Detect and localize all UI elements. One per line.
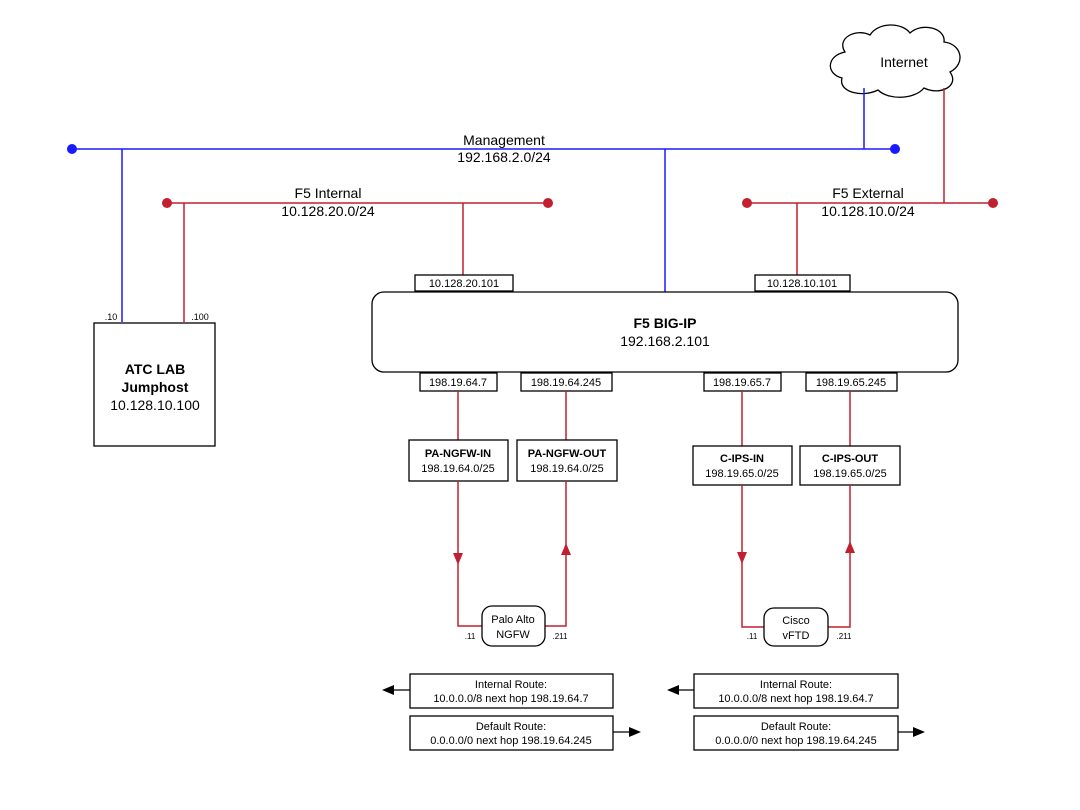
bigip-internal-interface: 10.128.20.101: [429, 278, 499, 290]
cisco-in-suffix: .11: [747, 632, 758, 641]
routes-cisco: Internal Route: 10.0.0.0/8 next hop 198.…: [667, 673, 925, 751]
palo-alto-out-suffix: .211: [553, 632, 569, 641]
pa-internal-route-text: 10.0.0.0/8 next hop 198.19.64.7: [433, 693, 588, 705]
pa-default-route-box: [409, 715, 614, 751]
pa-out-arrow: [561, 543, 571, 555]
segment-pa-ngfw-out: PA-NGFW-OUT 198.19.64.0/25: [516, 439, 618, 482]
interface-1: 198.19.64.7: [429, 377, 487, 389]
segment-3-subnet: 198.19.65.0/25: [705, 468, 778, 480]
segment-2-subnet: 198.19.64.0/25: [530, 463, 603, 475]
management-endpoint-left: [67, 144, 77, 154]
segment-3-name: C-IPS-IN: [720, 453, 764, 465]
segment-links: [457, 391, 851, 446]
jumphost-ip: 10.128.10.100: [110, 397, 200, 413]
bigip-internal-interface-box: [414, 274, 514, 292]
f5-external-endpoint-left: [742, 198, 752, 208]
bigip-name: F5 BIG-IP: [633, 315, 696, 331]
palo-alto-line1: Palo Alto: [491, 614, 534, 626]
interface-box-4: [805, 372, 898, 392]
management-subnet: 192.168.2.0/24: [457, 149, 551, 165]
palo-alto-line2: NGFW: [496, 629, 530, 641]
jumphost: .10 .100 ATC LAB Jumphost 10.128.10.100: [93, 312, 216, 447]
segment-c-ips-out: C-IPS-OUT 198.19.65.0/25: [799, 445, 901, 486]
bigip-box: [371, 291, 959, 373]
segment-1-name: PA-NGFW-IN: [425, 448, 491, 460]
bigip-external-interface-box: [754, 274, 851, 292]
segment-1-subnet: 198.19.64.0/25: [421, 463, 494, 475]
interface-2: 198.19.64.245: [531, 377, 601, 389]
segment-c-ips-in: C-IPS-IN 198.19.65.0/25: [692, 445, 793, 486]
cisco-internal-route-arrow: [667, 685, 679, 695]
cisco-internal-route-title: Internal Route:: [760, 679, 832, 691]
cisco-line1: Cisco: [782, 615, 810, 627]
palo-alto-flow: Palo Alto NGFW .11 .211: [453, 481, 571, 647]
pa-default-route-text: 0.0.0.0/0 next hop 198.19.64.245: [430, 735, 591, 747]
cisco-out-suffix: .211: [837, 632, 853, 641]
f5-external-network: F5 External 10.128.10.0/24: [742, 88, 998, 275]
segment-4-subnet: 198.19.65.0/25: [813, 468, 886, 480]
segment-2-name: PA-NGFW-OUT: [528, 448, 607, 460]
f5-external-subnet: 10.128.10.0/24: [821, 203, 915, 219]
segment-pa-ngfw-in: PA-NGFW-IN 198.19.64.0/25: [408, 439, 509, 482]
cisco-default-route-title: Default Route:: [761, 721, 831, 733]
cisco-box: [763, 607, 829, 647]
pa-in-path: [457, 481, 482, 627]
jumphost-mgmt-suffix: .10: [105, 312, 118, 322]
f5-internal-endpoint-left: [162, 198, 172, 208]
f5-internal-endpoint-right: [543, 198, 553, 208]
pa-internal-route-arrow: [382, 685, 394, 695]
internet-cloud: Internet: [829, 24, 961, 98]
jumphost-title-line2: Jumphost: [122, 379, 189, 395]
bigip-external-interface: 10.128.10.101: [767, 278, 837, 290]
jumphost-box: [93, 322, 216, 447]
palo-alto-box: [481, 605, 546, 647]
palo-alto-in-suffix: .11: [465, 632, 476, 641]
pa-default-route-arrow: [629, 727, 641, 737]
management-name: Management: [463, 132, 545, 148]
cisco-line2: vFTD: [783, 630, 810, 642]
f5-external-name: F5 External: [832, 185, 904, 201]
cisco-out-path: [828, 485, 851, 628]
f5-internal-subnet: 10.128.20.0/24: [281, 203, 375, 219]
bigip: F5 BIG-IP 192.168.2.101 10.128.20.101 10…: [371, 274, 959, 392]
jumphost-internal-suffix: .100: [191, 312, 209, 322]
cisco-default-route-box: [693, 715, 899, 751]
pa-internal-route-box: [409, 673, 614, 709]
cisco-flow: Cisco vFTD .11 .211: [737, 485, 855, 647]
bigip-ip: 192.168.2.101: [620, 333, 710, 349]
management-endpoint-right: [890, 144, 900, 154]
cisco-in-path: [741, 485, 764, 628]
interface-4: 198.19.65.245: [816, 377, 886, 389]
interface-3: 198.19.65.7: [713, 377, 771, 389]
cisco-internal-route-box: [693, 673, 899, 709]
pa-internal-route-title: Internal Route:: [475, 679, 547, 691]
routes-palo-alto: Internal Route: 10.0.0.0/8 next hop 198.…: [382, 673, 641, 751]
cisco-default-route-text: 0.0.0.0/0 next hop 198.19.64.245: [715, 735, 876, 747]
cisco-internal-route-text: 10.0.0.0/8 next hop 198.19.64.7: [718, 693, 873, 705]
internet-label: Internet: [880, 54, 928, 70]
cisco-out-arrow: [845, 541, 855, 553]
management-network: Management 192.168.2.0/24: [67, 88, 900, 322]
pa-out-path: [545, 481, 567, 627]
pa-default-route-title: Default Route:: [476, 721, 546, 733]
segment-4-name: C-IPS-OUT: [822, 453, 879, 465]
cisco-default-route-arrow: [913, 727, 925, 737]
cisco-in-arrow: [737, 552, 747, 564]
jumphost-title-line1: ATC LAB: [125, 361, 185, 377]
f5-internal-network: F5 Internal 10.128.20.0/24: [162, 185, 553, 322]
f5-external-endpoint-right: [988, 198, 998, 208]
f5-internal-name: F5 Internal: [295, 185, 362, 201]
pa-in-arrow: [453, 553, 463, 565]
